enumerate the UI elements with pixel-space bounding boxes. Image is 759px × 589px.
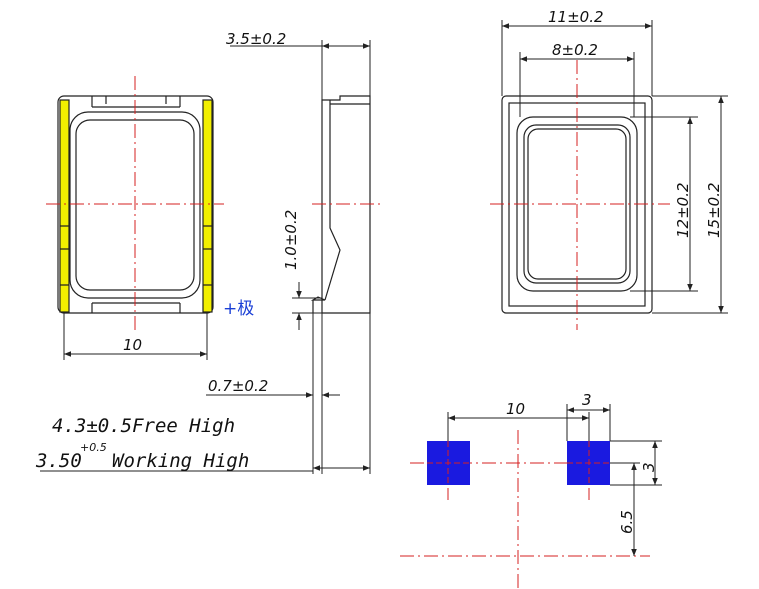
pad-offset-dimension xyxy=(610,462,640,556)
free-high-note: 4.3±0.5Free High xyxy=(52,415,235,437)
top-outer-width-dimension xyxy=(501,20,653,96)
contact-detail xyxy=(60,225,212,286)
contact-label: 0.7±0.2 xyxy=(208,377,268,395)
front-bottom-tab xyxy=(91,302,181,313)
right-contact-strip xyxy=(202,99,213,313)
pad-height-label: 3 xyxy=(640,462,658,472)
pad-width-label: 3 xyxy=(582,391,592,409)
top-inner-width-label: 8±0.2 xyxy=(552,41,598,59)
top-inner-height-label: 12±0.2 xyxy=(674,182,692,238)
thickness-label: 3.5±0.2 xyxy=(226,30,286,48)
working-high-label: Working High xyxy=(112,450,249,472)
top-inner-width-dimension xyxy=(519,52,635,117)
front-view xyxy=(57,95,214,314)
pad-offset-label: 6.5 xyxy=(618,510,636,534)
front-width-label: 10 xyxy=(123,336,142,354)
thickness-dimension xyxy=(230,40,371,100)
front-centerlines xyxy=(46,76,224,330)
top-inner-height-dimension xyxy=(630,116,698,292)
offset-dimension xyxy=(292,282,322,330)
side-contact-hook xyxy=(310,296,326,313)
pad-spacing-dimension xyxy=(447,412,590,441)
top-outer-height-label: 15±0.2 xyxy=(705,182,723,238)
pad-width-dimension xyxy=(566,404,611,441)
offset-label: 1.0±0.2 xyxy=(282,210,300,270)
front-top-tab xyxy=(91,96,181,108)
pad-spacing-label: 10 xyxy=(506,400,525,418)
pad-centerlines-over xyxy=(427,441,610,485)
polarity-label: +极 xyxy=(223,299,254,319)
working-high-tolerance: +0.5 xyxy=(80,441,107,454)
top-outer-width-label: 11±0.2 xyxy=(548,8,604,26)
working-high-value: 3.50 xyxy=(35,450,82,472)
working-height-dimension xyxy=(40,313,371,474)
side-inner-edge xyxy=(324,100,370,301)
front-width-dimension xyxy=(63,313,208,360)
top-outer-height-dimension xyxy=(652,95,728,314)
left-contact-strip xyxy=(59,99,70,313)
contact-dimension xyxy=(206,300,340,474)
top-centerlines xyxy=(490,60,670,330)
